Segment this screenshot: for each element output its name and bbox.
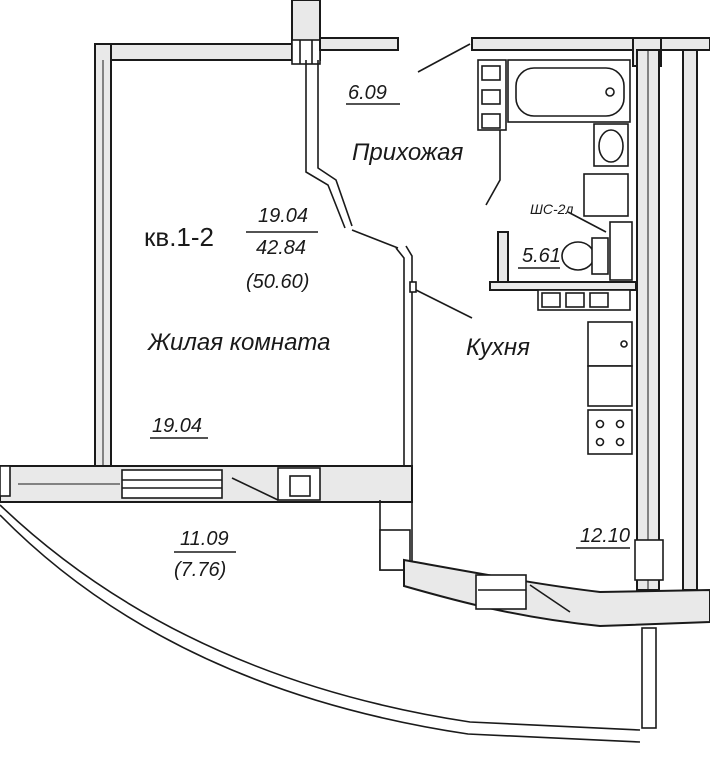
living-room-area: 19.04 (152, 415, 202, 437)
hallway-area: 6.09 (348, 82, 387, 104)
balcony-area-reduced: (7.76) (174, 559, 226, 581)
partitions (305, 43, 637, 468)
labels: кв.1-2 19.04 42.84 (50.60) Жилая комната… (144, 82, 630, 581)
hallway-name: Прихожая (352, 139, 463, 166)
kitchen-name: Кухня (466, 334, 530, 361)
washer-icon (583, 173, 629, 217)
stove-icon (587, 409, 633, 455)
toilet-icon (561, 241, 595, 271)
apartment-label: кв.1-2 (144, 222, 214, 252)
bathroom-fixtures (477, 59, 633, 281)
total-area-value: 42.84 (256, 237, 306, 259)
bottom-wall (0, 465, 710, 729)
living-room-name: Жилая комната (147, 329, 330, 356)
sink-icon (598, 129, 624, 163)
living-area-value: 19.04 (258, 205, 308, 227)
bathroom-area: 5.61 (522, 245, 561, 267)
balcony-outline (0, 504, 641, 743)
total-area-with-balcony-value: (50.60) (246, 271, 309, 293)
kitchen-fixtures (537, 289, 633, 455)
bathroom-fixture-label: ШС-2л (530, 201, 573, 217)
living-room-walls (94, 0, 399, 469)
top-right-wall (471, 37, 710, 591)
balcony-area: 11.09 (180, 528, 229, 550)
kitchen-area: 12.10 (580, 525, 630, 547)
